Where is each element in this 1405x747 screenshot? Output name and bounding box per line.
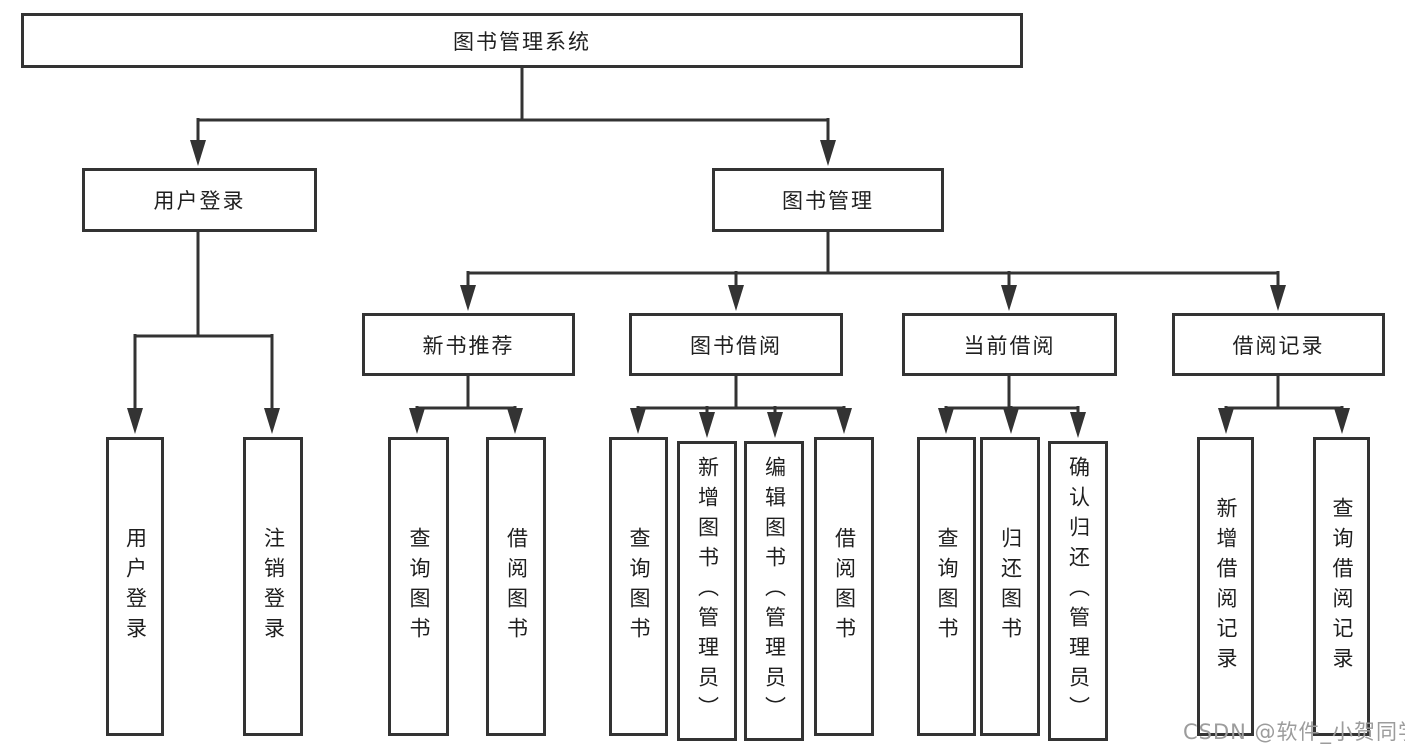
node-leaf-add-borrow-record: 新增借阅记录 [1197, 437, 1254, 736]
node-root: 图书管理系统 [21, 13, 1023, 68]
section-label: 图书借阅 [690, 333, 782, 358]
section-label: 当前借阅 [963, 333, 1056, 358]
arrowheads [127, 140, 1350, 438]
section-label: 新书推荐 [422, 333, 515, 358]
leaf-label: 新增图书（管理员） [695, 456, 720, 726]
leaf-label: 查询图书 [407, 526, 431, 647]
csdn-watermark: CSDN @软件_小贺同学 [1183, 720, 1405, 744]
node-root-label: 图书管理系统 [453, 29, 591, 54]
node-user-login-branch-label: 用户登录 [153, 189, 246, 213]
node-leaf-confirm-return-admin: 确认归还（管理员） [1048, 441, 1108, 741]
node-book-management-branch-label: 图书管理 [782, 189, 874, 213]
node-leaf-query-books-2: 查询图书 [609, 437, 668, 736]
node-leaf-borrow-books-1: 借阅图书 [486, 437, 546, 736]
node-leaf-query-borrow-record: 查询借阅记录 [1313, 437, 1370, 736]
node-user-login-branch: 用户登录 [82, 168, 317, 232]
node-leaf-user-login: 用户登录 [106, 437, 164, 736]
leaf-label: 新增借阅记录 [1214, 496, 1238, 677]
node-section-current-borrow: 当前借阅 [902, 313, 1117, 376]
leaf-label: 查询借阅记录 [1330, 496, 1354, 677]
node-leaf-edit-book-admin: 编辑图书（管理员） [744, 441, 804, 741]
leaf-label: 查询图书 [627, 526, 651, 647]
leaf-label: 编辑图书（管理员） [762, 456, 787, 726]
leaf-label: 归还图书 [998, 526, 1023, 647]
leaf-label: 借阅图书 [832, 526, 857, 647]
leaf-label: 注销登录 [261, 526, 286, 647]
node-leaf-return-books: 归还图书 [980, 437, 1040, 736]
leaf-label: 借阅图书 [504, 526, 529, 647]
section-label: 借阅记录 [1232, 333, 1325, 358]
leaf-label: 确认归还（管理员） [1066, 456, 1091, 726]
node-section-book-borrow: 图书借阅 [629, 313, 843, 376]
leaf-label: 用户登录 [123, 526, 148, 647]
node-section-new-book-recommend: 新书推荐 [362, 313, 575, 376]
node-leaf-borrow-books-2: 借阅图书 [814, 437, 874, 736]
node-book-management-branch: 图书管理 [712, 168, 944, 232]
node-leaf-query-books-1: 查询图书 [388, 437, 449, 736]
node-section-borrow-records: 借阅记录 [1172, 313, 1385, 376]
node-leaf-query-books-3: 查询图书 [917, 437, 976, 736]
node-leaf-add-book-admin: 新增图书（管理员） [677, 441, 737, 741]
node-leaf-logout: 注销登录 [243, 437, 303, 736]
leaf-label: 查询图书 [935, 526, 959, 647]
